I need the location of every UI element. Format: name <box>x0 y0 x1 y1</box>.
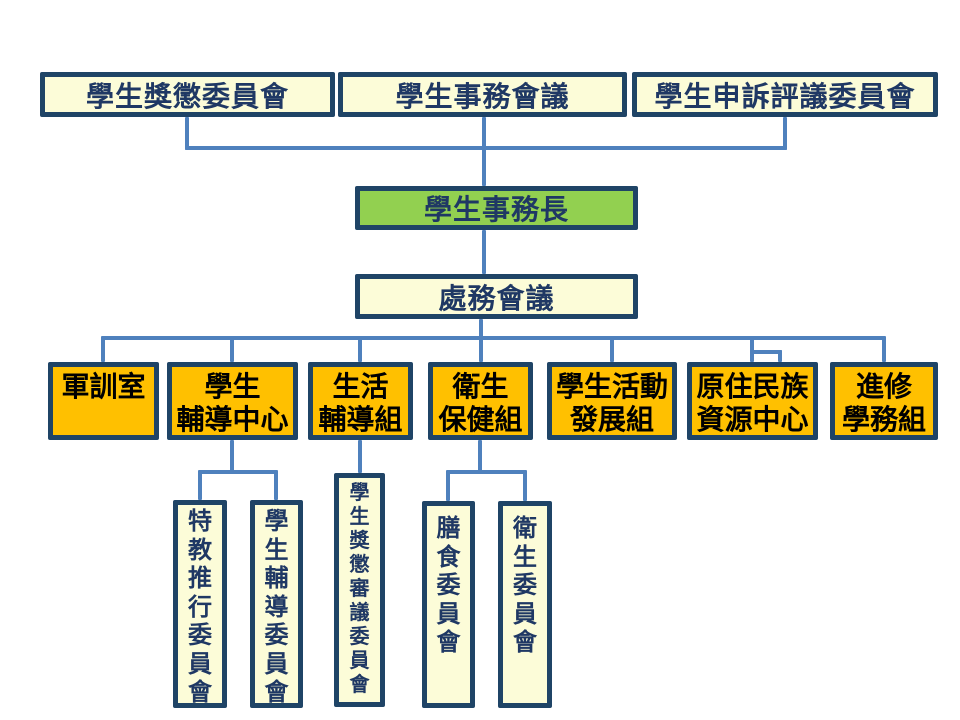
connector-line <box>230 338 234 362</box>
connector-line <box>358 440 362 473</box>
connector-line <box>185 117 189 150</box>
node-continuing-education-section: 進修 學務組 <box>830 362 938 440</box>
connector-line <box>778 350 782 362</box>
node-rewards-discipline-committee: 學生獎懲委員會 <box>40 72 335 117</box>
node-student-affairs-meeting: 學生事務會議 <box>338 72 627 117</box>
node-indigenous-resource-center: 原住民族 資源中心 <box>687 362 818 440</box>
node-student-appeals-committee: 學生申訴評議委員會 <box>632 72 938 117</box>
connector-line <box>482 230 486 274</box>
node-label: 原住民族 <box>696 370 809 403</box>
node-life-guidance-section: 生活 輔導組 <box>308 362 413 440</box>
node-health-committee: 衛生委員會 <box>498 501 552 708</box>
node-label: 學生 <box>204 370 261 403</box>
node-label: 學生獎懲委員會 <box>85 79 289 113</box>
node-label: 輔導組 <box>318 402 403 436</box>
node-label: 保健組 <box>438 402 523 436</box>
node-label: 進修 <box>855 370 912 403</box>
node-label: 資源中心 <box>696 402 809 436</box>
connector-line <box>610 338 614 362</box>
node-label: 輔導中心 <box>176 402 289 436</box>
connector-line <box>479 319 483 362</box>
connector-line <box>185 146 787 150</box>
node-label: 衛生 <box>452 370 509 403</box>
connector-line <box>230 440 234 472</box>
node-label: 發展組 <box>569 402 654 436</box>
connector-line <box>101 338 105 362</box>
node-dean-of-student-affairs: 學生事務長 <box>355 186 638 230</box>
connector-line <box>478 440 482 472</box>
node-health-care-section: 衛生 保健組 <box>428 362 533 440</box>
connector-line <box>101 336 886 340</box>
connector-line <box>523 472 527 501</box>
connector-line <box>752 350 782 354</box>
connector-line <box>358 338 362 362</box>
connector-line <box>198 470 278 474</box>
node-special-education-committee: 特教推行委員會 <box>173 500 227 708</box>
node-office-affairs-meeting: 處務會議 <box>355 274 638 319</box>
connector-line <box>783 117 787 150</box>
node-label: 學生事務會議 <box>395 79 570 113</box>
node-student-activities-section: 學生活動 發展組 <box>547 362 677 440</box>
node-label: 學生活動 <box>555 370 668 403</box>
connector-line <box>198 472 202 500</box>
node-label: 生活 <box>332 370 389 403</box>
node-food-committee: 膳食委員會 <box>422 501 475 708</box>
node-student-counseling-committee: 學生輔導委員會 <box>250 500 303 708</box>
node-label: 軍訓室 <box>61 370 146 403</box>
connector-line <box>882 338 886 362</box>
node-label: 處務會議 <box>438 281 555 315</box>
node-label: 學生申訴評議委員會 <box>654 79 916 113</box>
node-rewards-discipline-review-committee: 學生獎懲審議委員會 <box>334 473 385 707</box>
connector-line <box>482 117 486 186</box>
connector-line <box>274 472 278 500</box>
node-student-counseling-center: 學生 輔導中心 <box>167 362 298 440</box>
node-label: 學生事務長 <box>423 193 569 226</box>
connector-line <box>446 470 527 474</box>
node-military-training-office: 軍訓室 <box>48 362 159 440</box>
connector-line <box>446 472 450 501</box>
node-label: 學務組 <box>841 402 926 436</box>
